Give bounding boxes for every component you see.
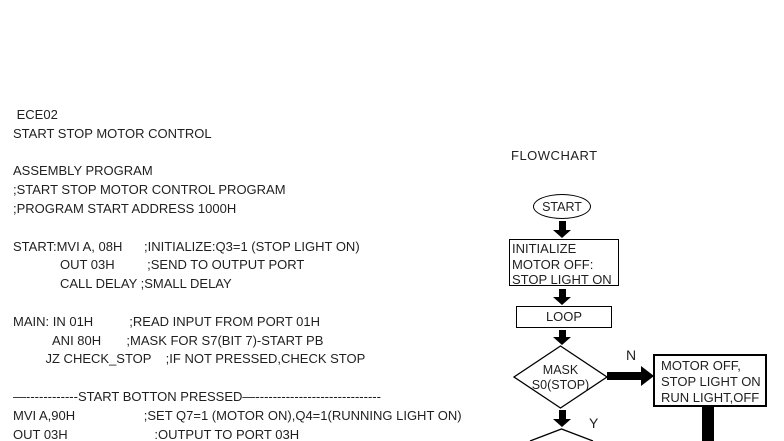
flowchart-title: FLOWCHART bbox=[511, 148, 598, 163]
connector-line-down bbox=[702, 406, 714, 441]
arrow-head bbox=[641, 366, 654, 386]
code-line: —------------START BOTTON PRESSED—------… bbox=[13, 388, 381, 404]
code-line: OUT 03H ;SEND TO OUTPUT PORT bbox=[13, 257, 305, 273]
flow-arrow-down-icon bbox=[553, 221, 571, 238]
flow-arrow-down-icon bbox=[553, 330, 571, 345]
arrow-shaft bbox=[558, 410, 566, 419]
process-box-line: MOTOR OFF: bbox=[512, 256, 594, 272]
flow-arrow-down-icon bbox=[553, 410, 571, 427]
process-box-line: INITIALIZE bbox=[512, 241, 577, 256]
next-decision-diamond-partial bbox=[513, 427, 608, 441]
code-line: START STOP MOTOR CONTROL bbox=[13, 125, 212, 141]
branch-label-no: N bbox=[626, 347, 637, 363]
arrow-shaft bbox=[607, 372, 641, 380]
code-line: ;START STOP MOTOR CONTROL PROGRAM bbox=[13, 182, 286, 198]
process-box-line: STOP LIGHT ON bbox=[512, 272, 612, 288]
start-terminator-oval: START bbox=[533, 194, 591, 219]
code-line bbox=[13, 369, 462, 388]
arrow-head bbox=[553, 337, 571, 345]
code-line: ;PROGRAM START ADDRESS 1000H bbox=[13, 200, 237, 216]
arrow-head bbox=[553, 230, 571, 238]
flow-arrow-down-icon bbox=[553, 289, 571, 305]
flow-arrow-right-icon bbox=[607, 366, 654, 386]
process-box-line: RUN LIGHT,OFF bbox=[661, 390, 760, 405]
process-box-line: STOP LIGHT ON bbox=[661, 374, 761, 389]
code-line: MAIN: IN 01H ;READ INPUT FROM PORT 01H bbox=[13, 313, 321, 329]
code-line: JZ CHECK_STOP ;IF NOT PRESSED,CHECK STOP bbox=[13, 351, 366, 367]
diamond-shape-icon bbox=[512, 345, 609, 409]
code-line: START:MVI A, 08H ;INITIALIZE:Q3=1 (STOP … bbox=[13, 238, 360, 254]
code-line bbox=[13, 144, 462, 163]
process-box-line: MOTOR OFF, bbox=[661, 358, 741, 373]
code-line: ECE02 bbox=[13, 107, 58, 122]
decision-label-line: MASK bbox=[542, 363, 579, 377]
branch-label-yes: Y bbox=[589, 415, 599, 431]
decision-label-line: S0(STOP) bbox=[531, 377, 590, 392]
arrow-head bbox=[553, 297, 571, 305]
code-line: CALL DELAY ;SMALL DELAY bbox=[13, 276, 232, 292]
decision-diamond bbox=[512, 345, 609, 409]
arrow-head bbox=[553, 419, 571, 427]
code-line: ASSEMBLY PROGRAM bbox=[13, 163, 153, 179]
loop-process-box: LOOP bbox=[516, 306, 612, 328]
code-line: ANI 80H ;MASK FOR S7(BIT 7)-START PB bbox=[13, 332, 324, 348]
arrow-shaft bbox=[558, 221, 566, 230]
diamond-top-edges-icon bbox=[529, 428, 594, 441]
loop-label: LOOP bbox=[545, 309, 583, 325]
code-line: MVI A,90H ;SET Q7=1 (MOTOR ON),Q4=1(RUNN… bbox=[13, 407, 462, 423]
start-label: START bbox=[542, 199, 582, 214]
code-line bbox=[13, 219, 462, 238]
code-line: OUT 03H :OUTPUT TO PORT 03H bbox=[13, 426, 300, 441]
arrow-shaft bbox=[558, 289, 566, 297]
arrow-shaft bbox=[558, 330, 566, 337]
code-line bbox=[13, 294, 462, 313]
